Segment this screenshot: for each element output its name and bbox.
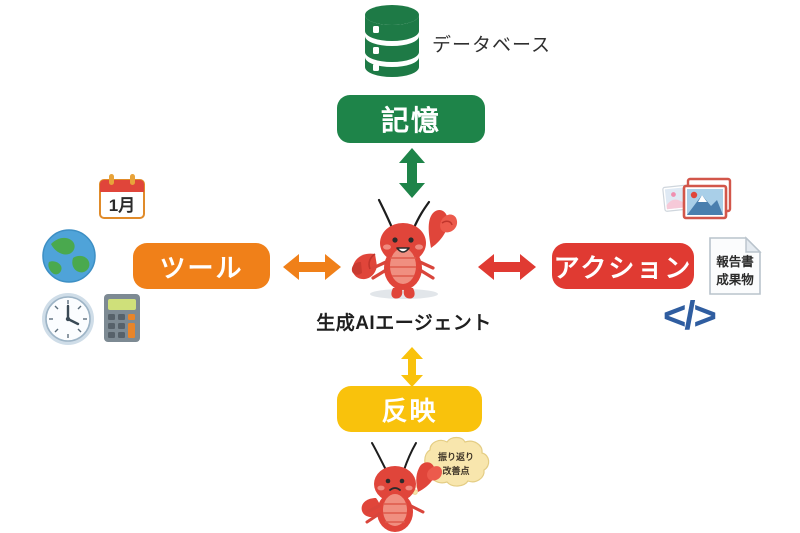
thought-bubble-line1: 振り返り: [438, 451, 474, 462]
database-node: データベース: [360, 4, 551, 83]
memory-label: 記憶: [380, 105, 441, 136]
document-label-line2: 成果物: [716, 272, 754, 287]
memory-agent-arrow: [396, 148, 428, 198]
clock-icon: [40, 291, 96, 352]
memory-node[interactable]: 記憶: [337, 95, 485, 143]
photos-icon: [662, 173, 734, 230]
document-label-line1: 報告書: [716, 254, 754, 269]
database-label: データベース: [432, 35, 552, 56]
action-node[interactable]: アクション: [552, 243, 694, 289]
action-label: アクション: [553, 252, 693, 283]
document-icon: 報告書 成果物: [706, 236, 764, 301]
calendar-month-label: 1月: [109, 196, 135, 215]
code-icon: </>: [663, 294, 717, 338]
agent-label: 生成AIエージェント: [316, 313, 492, 334]
tool-label: ツール: [159, 252, 244, 283]
reflect-node[interactable]: 反映: [337, 386, 482, 432]
code-glyph-label: </>: [663, 294, 717, 338]
calendar-icon: 1月: [96, 173, 148, 228]
agent-action-arrow: [478, 252, 536, 282]
reflecting-lobster-group: 振り返り 改善点: [352, 436, 502, 533]
reflect-label: 反映: [381, 395, 438, 426]
calculator-icon: [102, 292, 142, 349]
lobster-thinking-icon: [361, 442, 442, 532]
agent-reflect-arrow: [399, 347, 425, 387]
lobster-mascot-icon: [339, 196, 469, 306]
globe-icon: [41, 228, 97, 289]
database-icon: [360, 4, 424, 83]
agent-node: 生成AIエージェント: [316, 196, 491, 335]
tool-node[interactable]: ツール: [133, 243, 270, 289]
thought-bubble-line2: 改善点: [442, 465, 469, 476]
tool-agent-arrow: [283, 252, 341, 282]
